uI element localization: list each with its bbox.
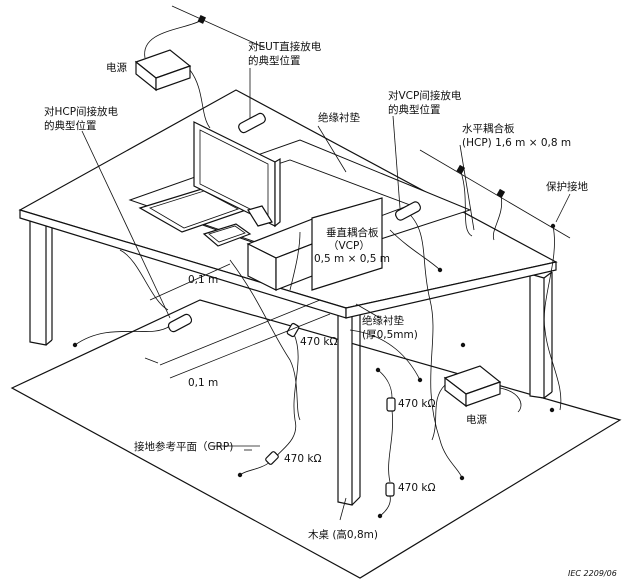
power-supply-top <box>134 49 192 92</box>
label-protective-earth: 保护接地 <box>546 180 588 193</box>
label-dist-bottom: 0,1 m <box>188 377 218 389</box>
label-eut-direct-1: 对EUT直接放电 <box>248 40 322 53</box>
label-hcp-indirect-2: 的典型位置 <box>44 119 97 132</box>
esd-generator-hcp <box>167 313 193 333</box>
monitor <box>193 121 281 228</box>
label-grp: 接地参考平面（GRP) <box>134 440 233 453</box>
label-vcp-3: 0,5 m × 0,5 m <box>314 253 390 265</box>
label-vcp-indirect-1: 对VCP间接放电 <box>388 89 462 102</box>
label-insulation-pad-thick-1: 绝缘衬垫 <box>362 314 404 327</box>
label-source-tag: IEC 2209/06 <box>568 569 617 578</box>
esd-generator-vcp <box>394 201 422 221</box>
label-resistor-2: 470 kΩ <box>398 398 435 410</box>
esd-generator-eut <box>238 112 266 134</box>
label-hcp-2: (HCP) 1,6 m × 0,8 m <box>462 137 571 149</box>
resistors <box>265 322 396 497</box>
label-eut-direct-2: 的典型位置 <box>248 54 301 67</box>
power-supply-bottom <box>443 365 502 408</box>
label-vcp-2: （VCP） <box>328 240 370 252</box>
ground-reference-plane <box>10 299 622 579</box>
label-insulation-pad-thick-2: (厚0,5mm) <box>362 329 418 341</box>
label-resistor-1: 470 kΩ <box>300 336 337 348</box>
label-power-supply-top: 电源 <box>106 61 127 74</box>
table-legs <box>29 167 553 506</box>
dimension-lines <box>144 263 331 379</box>
label-power-supply-bottom: 电源 <box>466 413 487 426</box>
leader-lines <box>81 68 571 521</box>
cables <box>72 5 571 519</box>
label-hcp-1: 水平耦合板 <box>462 122 515 135</box>
label-resistor-4: 470 kΩ <box>398 482 435 494</box>
label-wooden-table: 木桌 (高0,8m) <box>308 528 378 541</box>
label-dist-top: 0,1 m <box>188 274 218 286</box>
label-vcp-indirect-2: 的典型位置 <box>388 103 441 116</box>
vertical-coupling-plane <box>311 197 383 291</box>
label-vcp-1: 垂直耦合板 <box>326 226 379 239</box>
label-insulation-pad: 绝缘衬垫 <box>318 111 360 124</box>
labels: 电源 对EUT直接放电 的典型位置 绝缘衬垫 对VCP间接放电 的典型位置 对H… <box>44 40 617 578</box>
label-hcp-indirect-1: 对HCP间接放电 <box>44 105 119 118</box>
label-resistor-3: 470 kΩ <box>284 453 321 465</box>
